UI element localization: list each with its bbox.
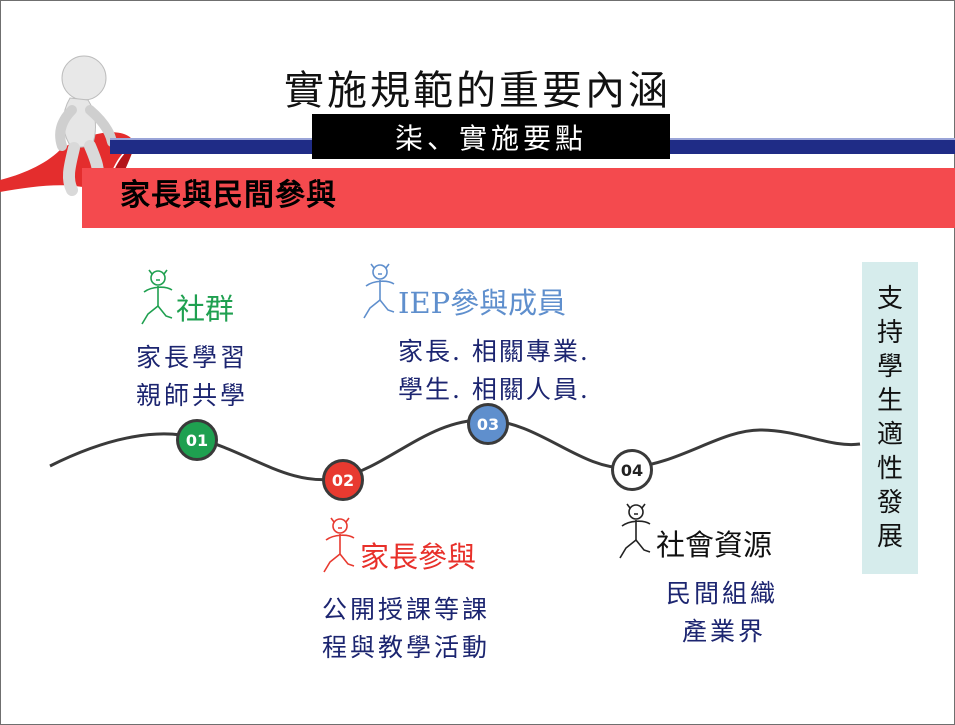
side-char: 性 [876,454,903,484]
subtitle-box: 柒、實施要點 [312,114,670,159]
node-01-line-2: 親師共學 [136,381,249,410]
section-banner [82,168,955,228]
side-char: 發 [876,488,903,518]
side-char: 支 [876,284,903,314]
page-title: 實施規範的重要內涵 [284,68,671,114]
node-03-line-1: 家長. 相關專業. [398,337,590,366]
side-char: 生 [876,386,903,416]
side-char: 適 [876,420,903,450]
timeline-node-02: 02 [322,459,364,501]
timeline-node-03: 03 [467,403,509,445]
node-01-line-1: 家長學習 [136,343,249,372]
side-label-box: 支 持 學 生 適 性 發 展 [862,262,918,574]
section-title: 家長與民間參與 [120,178,337,213]
node-04-line-1: 民間組織 [666,579,779,608]
side-char: 學 [876,352,903,382]
node-02-line-2: 程與教學活動 [322,633,491,662]
node-03-label: IEP參與成員 [398,286,567,320]
node-02-line-1: 公開授課等課 [322,595,491,624]
node-01-label: 社群 [176,292,235,326]
subtitle-text: 柒、實施要點 [394,121,587,155]
side-char: 展 [876,522,903,552]
stick-figure-icon [363,263,395,319]
stick-figure-icon [141,269,173,325]
node-04-line-2: 產業界 [682,617,767,646]
node-03-line-2: 學生. 相關人員. [398,375,590,404]
timeline-node-01: 01 [176,419,218,461]
node-02-label: 家長參與 [360,540,477,574]
stick-figure-icon [619,503,651,559]
timeline-node-04: 04 [611,449,653,491]
stick-figure-icon [323,517,355,573]
node-04-label: 社會資源 [656,528,773,562]
side-char: 持 [876,318,903,348]
